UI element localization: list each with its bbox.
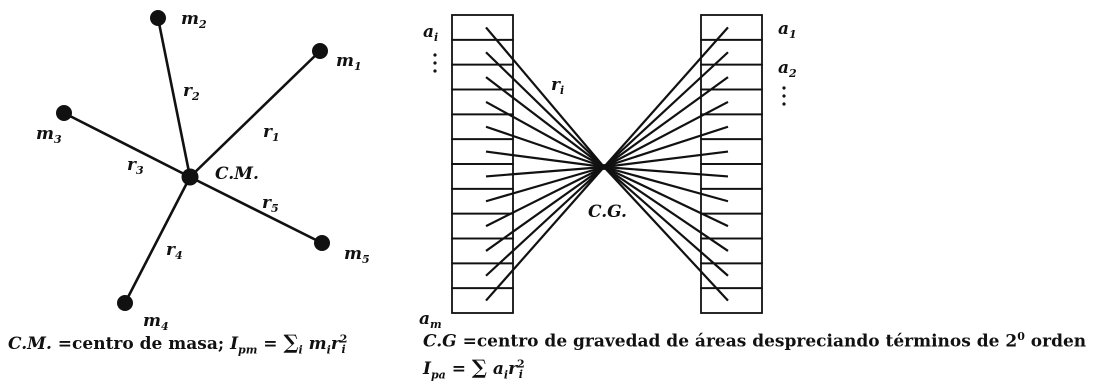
mass-m4-point [117, 295, 133, 311]
vertical-ellipsis-right [782, 86, 786, 106]
area-a2-label: a2 [778, 58, 797, 80]
mass-m2-point [150, 10, 166, 26]
distance-r2-label: r2 [183, 81, 200, 103]
area-am-label: am [419, 309, 442, 330]
distance-rays [485, 26, 729, 302]
ray-left [485, 76, 605, 168]
vertical-ellipsis-left [433, 53, 437, 73]
ray-left [485, 166, 605, 252]
ray-right [603, 166, 729, 302]
left-area-cell [451, 113, 514, 141]
ray-right [603, 165, 729, 178]
mass-m5-label: m5 [344, 244, 370, 266]
center-of-mass-label: C.M. [215, 164, 259, 184]
left-area-column [451, 14, 514, 314]
left-area-cell [451, 163, 514, 190]
rod-m3 [63, 111, 191, 179]
ray-right [603, 150, 729, 169]
rod-m4 [123, 176, 192, 304]
ray-left [485, 166, 605, 277]
right-area-cell [700, 38, 763, 66]
ray-right [603, 76, 729, 168]
right-area-cell [700, 14, 763, 41]
left-area-cell [451, 187, 514, 215]
ray-left [485, 166, 605, 228]
left-area-cell [451, 138, 514, 165]
left-area-cell [451, 262, 514, 290]
ray-right [603, 100, 729, 168]
ray-right [603, 166, 729, 252]
ray-right [603, 166, 729, 228]
right-area-cell [700, 113, 763, 141]
ray-left [485, 51, 605, 168]
right-area-column [700, 14, 763, 314]
ray-left [485, 166, 605, 302]
right-area-cell [700, 287, 763, 314]
mass-m4-label: m4 [143, 311, 169, 330]
distance-r5-label: r5 [262, 193, 279, 215]
caption-right-formula: Ipa = ∑ air2i [423, 355, 525, 382]
mass-m3-label: m3 [36, 124, 62, 146]
area-a1-label: a1 [778, 19, 797, 41]
center-of-gravity-label: C.G. [588, 202, 627, 222]
left-area-cell [451, 287, 514, 314]
area-ai-label: ai [423, 22, 438, 44]
left-area-cell [451, 38, 514, 66]
distance-ri-label: ri [551, 75, 564, 97]
rod-m5 [189, 175, 323, 245]
caption-left: C.M. =centro de masa; Ipm = ∑i mir2i [8, 330, 348, 357]
ray-right [603, 125, 729, 169]
distance-r1-label: r1 [263, 122, 280, 144]
caption-right: C.G =centro de gravedad de áreas desprec… [423, 330, 1087, 352]
ray-right [603, 166, 729, 277]
ray-left [485, 165, 605, 178]
ray-left [485, 150, 605, 169]
center-of-mass-diagram: m1 m2 m3 m4 m5 r1 r2 r3 r4 r5 C.M. [36, 9, 370, 330]
figure-canvas: m1 m2 m3 m4 m5 r1 r2 r3 r4 r5 C.M. ai am… [36, 9, 797, 330]
right-area-cell [700, 138, 763, 165]
right-area-cell [700, 262, 763, 290]
ray-right [603, 165, 729, 203]
ray-left [485, 26, 605, 168]
right-area-cell [700, 163, 763, 190]
mass-m5-point [314, 235, 330, 251]
ray-left [485, 125, 605, 169]
ray-right [603, 51, 729, 168]
rod-m2 [156, 17, 192, 178]
right-area-cell [700, 187, 763, 215]
center-of-gravity-diagram: ai am a1 a2 ri C.G. [419, 14, 797, 330]
distance-r4-label: r4 [166, 240, 183, 262]
distance-r3-label: r3 [127, 155, 144, 177]
mass-m3-point [56, 105, 72, 121]
ray-left [485, 165, 605, 203]
rod-m1 [189, 50, 321, 178]
ray-right [603, 26, 729, 168]
mass-m2-label: m2 [181, 9, 207, 31]
center-of-mass-point [181, 168, 199, 186]
center-of-gravity-point [601, 164, 607, 170]
mass-m1-label: m1 [336, 51, 362, 73]
ray-left [485, 100, 605, 168]
left-area-cell [451, 14, 514, 41]
mass-m1-point [312, 43, 328, 59]
